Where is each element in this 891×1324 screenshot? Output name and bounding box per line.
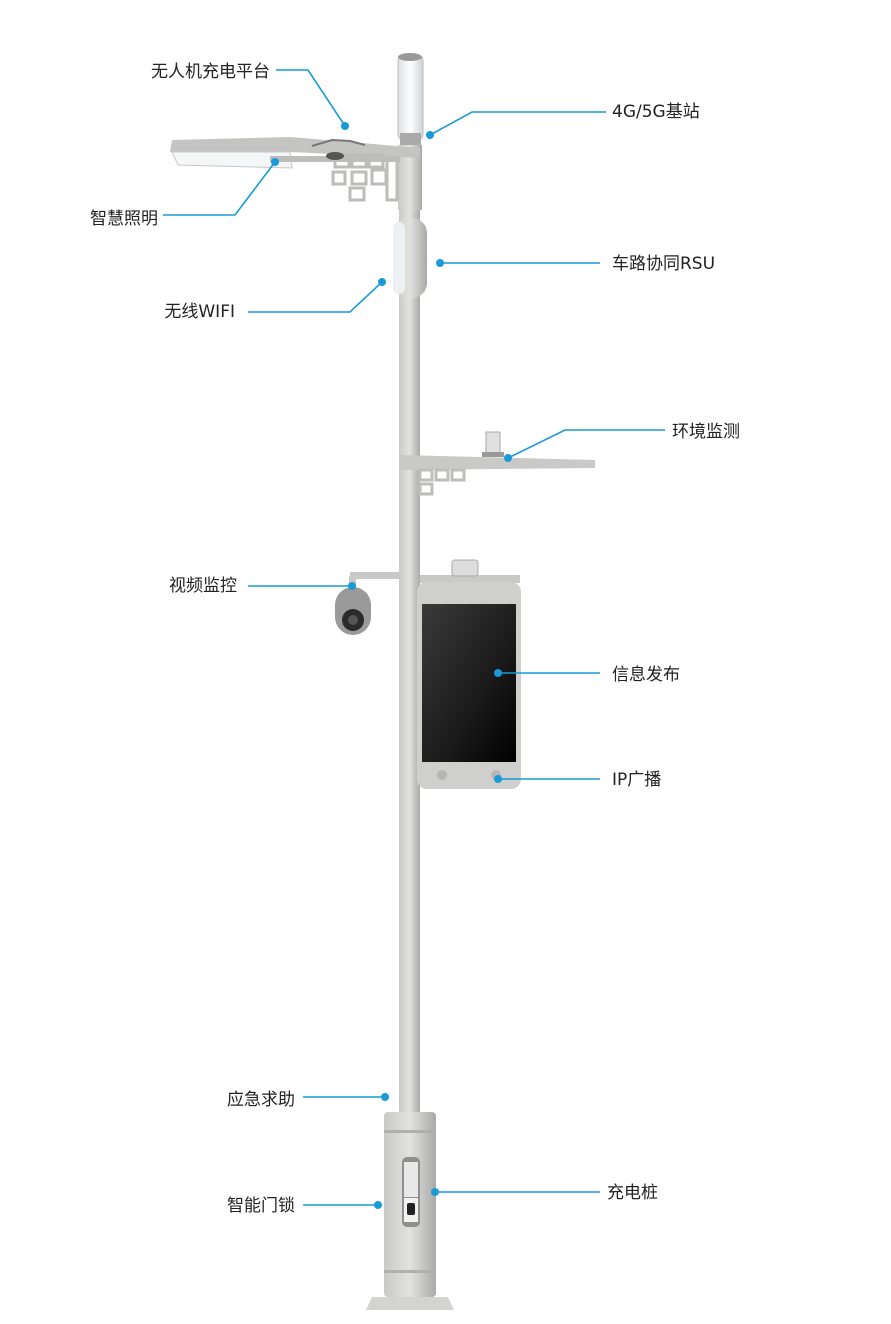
label-video: 视频监控: [169, 576, 237, 596]
label-ip-broadcast: IP广播: [612, 770, 662, 790]
rsu-unit: [393, 218, 427, 298]
label-info-display: 信息发布: [612, 665, 680, 685]
label-wifi: 无线WIFI: [164, 302, 235, 322]
info-display: [417, 559, 521, 789]
callout-lines: [163, 69, 665, 1206]
video-camera: [335, 572, 400, 635]
label-smart-lighting: 智慧照明: [90, 209, 158, 229]
callout-dots: [271, 122, 512, 1209]
label-drone-charging: 无人机充电平台: [151, 62, 270, 82]
label-smart-lock: 智能门锁: [227, 1196, 295, 1216]
label-environment: 环境监测: [672, 422, 740, 442]
label-base-station: 4G/5G基站: [612, 102, 700, 122]
label-charger: 充电桩: [607, 1183, 658, 1203]
label-emergency: 应急求助: [227, 1090, 295, 1110]
environment-monitor: [400, 431, 595, 496]
pole-shaft: [399, 200, 420, 1115]
street-light: [170, 137, 420, 202]
base-station-antenna: [397, 53, 424, 145]
pole-base-cabinet: [366, 1112, 454, 1310]
label-rsu: 车路协同RSU: [612, 254, 716, 274]
